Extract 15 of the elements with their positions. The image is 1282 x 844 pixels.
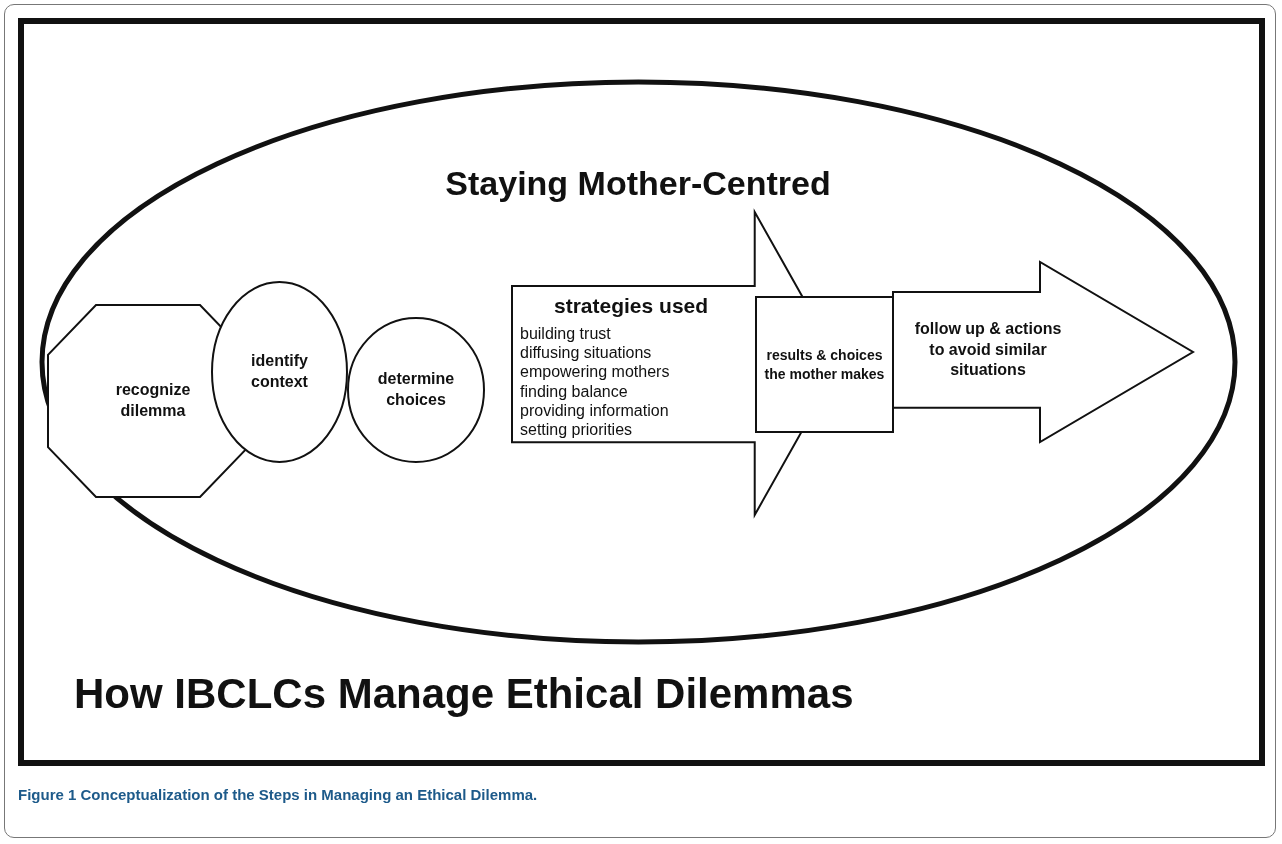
step-label: follow up & actions to avoid similar situations xyxy=(913,318,1063,381)
list-item: providing information xyxy=(520,400,669,420)
list-item: building trust xyxy=(520,324,611,344)
list-heading: strategies used xyxy=(554,294,709,318)
step-label: results & choices the mother makes xyxy=(763,346,886,383)
figure-caption: Figure 1 Conceptualization of the Steps in Managing an Ethical Dilemma. xyxy=(18,786,538,803)
list-item: finding balance xyxy=(520,381,628,401)
frame-label: How IBCLCs Manage Ethical Dilemmas xyxy=(74,668,854,719)
heading: Staying Mother-Centred xyxy=(445,162,831,204)
list-item: setting priorities xyxy=(520,419,633,440)
list-item: diffusing situations xyxy=(520,343,652,363)
step-label: determine choices xyxy=(376,369,456,410)
step-label: identify context xyxy=(250,351,309,392)
list-item: empowering mothers xyxy=(520,362,670,382)
step-label: recognize dilemma xyxy=(114,380,192,421)
